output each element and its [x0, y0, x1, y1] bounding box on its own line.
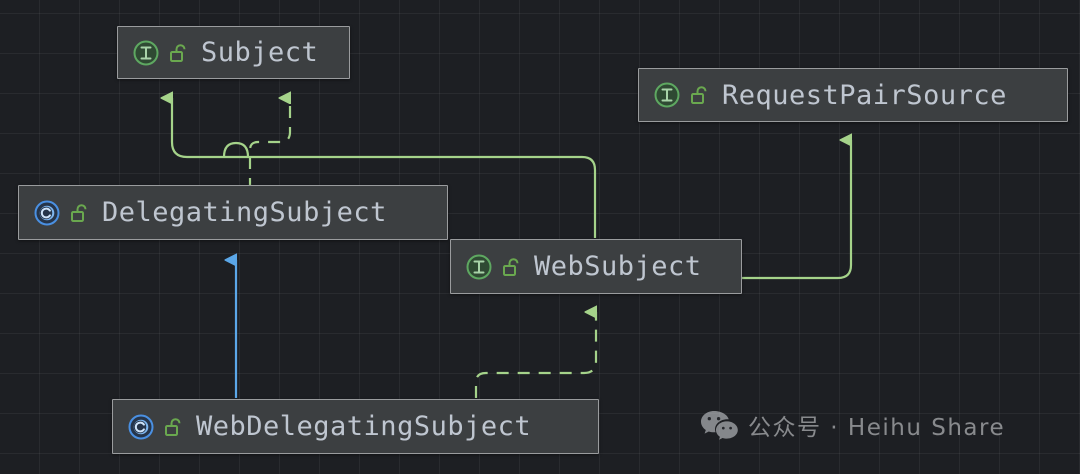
- node-label: RequestPairSource: [722, 79, 1007, 111]
- node-label: DelegatingSubject: [102, 197, 387, 228]
- interface-icon: [466, 254, 492, 279]
- edge-web-subject-to-subject: [248, 98, 292, 190]
- interface-icon: [654, 82, 680, 108]
- node-label: WebDelegatingSubject: [196, 411, 532, 442]
- node-web-delegating-subject[interactable]: WebDelegatingSubject: [112, 399, 599, 454]
- unlock-icon: [170, 43, 186, 62]
- edge-web-delegating-subject-to-web-subject: [474, 312, 598, 398]
- unlock-icon: [691, 86, 707, 104]
- node-request-pair-source[interactable]: RequestPairSource: [638, 68, 1068, 122]
- class-icon: [128, 414, 154, 439]
- node-label: Subject: [201, 37, 319, 68]
- node-web-subject[interactable]: WebSubject: [450, 239, 742, 294]
- edge-delegating-subject-to-subject: [172, 98, 448, 159]
- node-subject[interactable]: Subject: [117, 26, 350, 79]
- unlock-icon: [503, 257, 519, 276]
- class-icon: [34, 200, 60, 225]
- node-label: WebSubject: [534, 251, 702, 282]
- unlock-icon: [165, 417, 181, 436]
- node-delegating-subject[interactable]: DelegatingSubject: [18, 185, 448, 240]
- unlock-icon: [71, 203, 87, 222]
- interface-icon: [133, 40, 159, 65]
- wechat-icon: [701, 411, 738, 440]
- watermark: 公众号 · Heihu Share: [700, 408, 1005, 442]
- watermark-text: 公众号 · Heihu Share: [748, 415, 1006, 441]
- edge-web-subject-trunk: [448, 155, 597, 238]
- edge-line-hop: [222, 141, 250, 158]
- edge-web-subject-to-request-pair-source: [742, 140, 853, 280]
